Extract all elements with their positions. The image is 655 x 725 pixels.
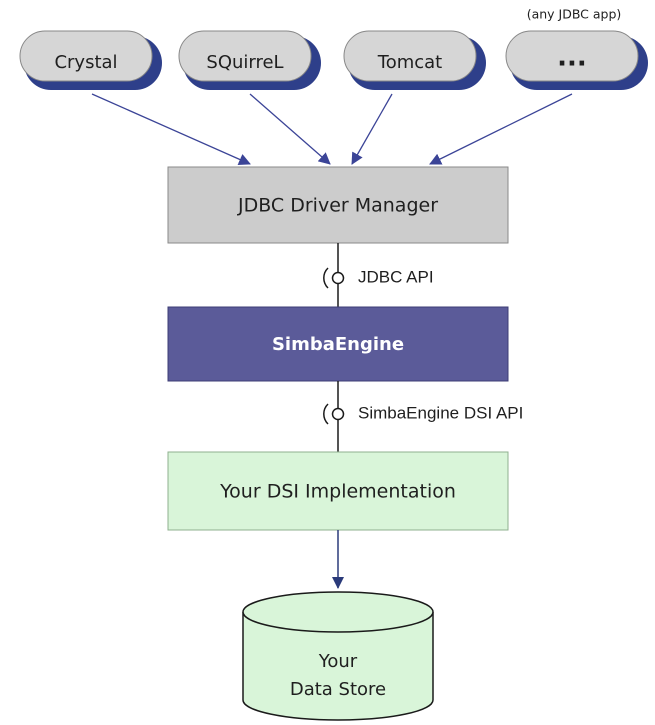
client-crystal-label: Crystal <box>54 52 117 73</box>
client-crystal: Crystal <box>19 30 162 90</box>
jdbc-driver-manager-box: JDBC Driver Manager <box>167 166 509 244</box>
client-any-label: ... <box>557 43 587 73</box>
data-store-cylinder: Your Data Store <box>242 591 434 721</box>
client-any: ... <box>505 30 648 90</box>
jdbc-api-interface-icon <box>323 267 345 289</box>
arrow-tomcat-to-manager <box>351 93 393 165</box>
data-store-line1: Your <box>318 651 358 672</box>
jdbc-driver-manager-label: JDBC Driver Manager <box>237 195 438 217</box>
client-squirrel: SQuirreL <box>178 30 321 90</box>
client-tomcat-label: Tomcat <box>377 52 442 73</box>
arrow-any-to-manager <box>429 93 573 165</box>
dsi-implementation-box: Your DSI Implementation <box>167 451 509 531</box>
client-tomcat: Tomcat <box>343 30 486 90</box>
arrow-squirrel-to-manager <box>249 93 331 165</box>
arrow-crystal-to-manager <box>91 93 251 166</box>
jdbc-api-label: JDBC API <box>358 267 434 286</box>
any-jdbc-app-note: (any JDBC app) <box>527 7 622 22</box>
simbaengine-box: SimbaEngine <box>167 306 509 382</box>
dsi-implementation-label: Your DSI Implementation <box>219 481 456 503</box>
simbaengine-label: SimbaEngine <box>272 334 404 355</box>
client-squirrel-label: SQuirreL <box>206 52 283 73</box>
data-store-line2: Data Store <box>290 679 386 700</box>
dsi-api-label: SimbaEngine DSI API <box>358 403 523 422</box>
dsi-api-interface-icon <box>323 403 345 425</box>
